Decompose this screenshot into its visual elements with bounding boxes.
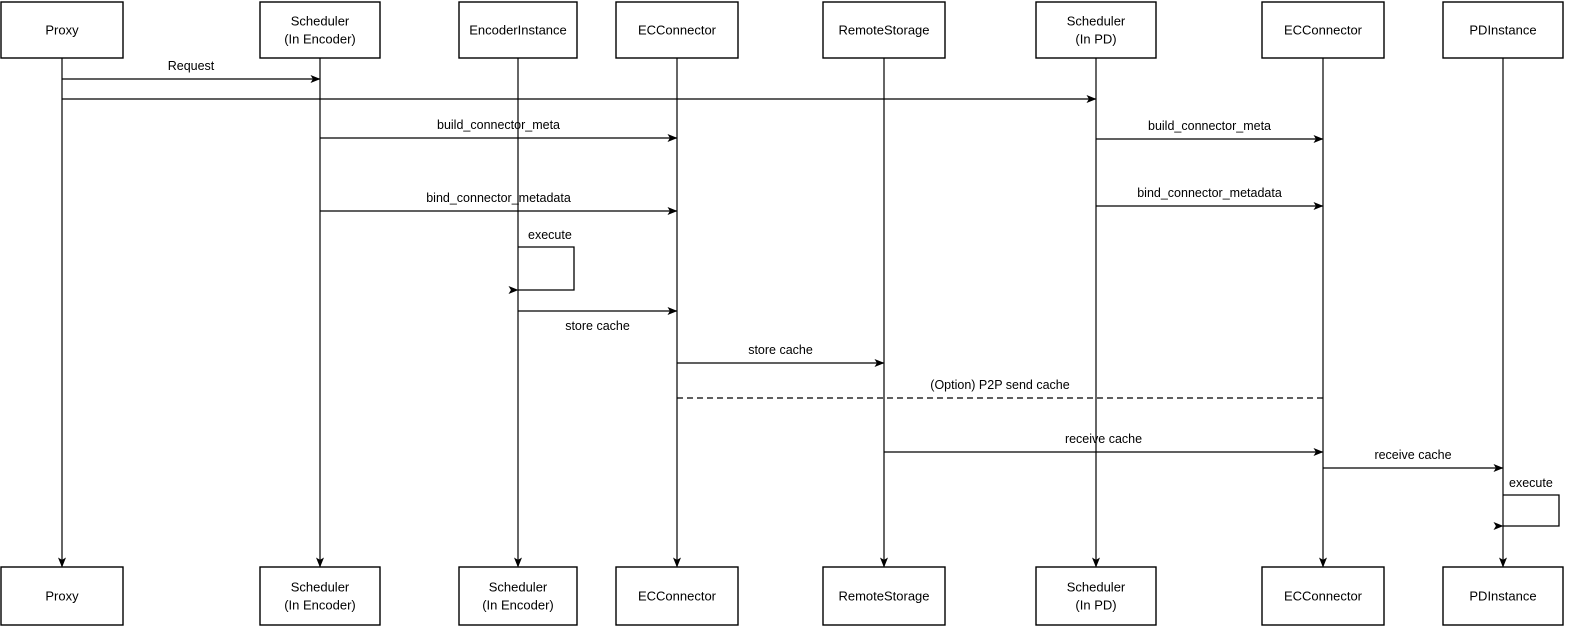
- participant-box-bottom-remote-store[interactable]: RemoteStorage: [822, 566, 946, 626]
- self-message-loop-path: [1493, 494, 1560, 530]
- message-m10[interactable]: receive cache: [884, 432, 1324, 456]
- participant-box-frame: [1035, 566, 1157, 626]
- messages-layer: Request build_connector_meta build_connect…: [62, 59, 1504, 472]
- participant-label-line1: RemoteStorage: [838, 588, 929, 603]
- participant-label-line1: ECConnector: [638, 22, 717, 37]
- participant-box-bottom-ecconn-left[interactable]: ECConnector: [615, 566, 739, 626]
- participant-box-bottom-sched-enc[interactable]: Scheduler (In Encoder): [259, 566, 381, 626]
- self-message-s1[interactable]: execute: [508, 228, 575, 294]
- participant-box-frame: [259, 1, 381, 59]
- participant-box-top-ecconn-right[interactable]: ECConnector: [1261, 1, 1385, 59]
- participant-label-line1: Scheduler: [1067, 13, 1126, 28]
- message-m7[interactable]: store cache: [518, 307, 678, 333]
- participant-box-bottom-pd-inst[interactable]: PDInstance: [1442, 566, 1564, 626]
- participant-box-top-remote-store[interactable]: RemoteStorage: [822, 1, 946, 59]
- participant-box-bottom-ecconn-right[interactable]: ECConnector: [1261, 566, 1385, 626]
- participant-box-frame: [822, 566, 946, 626]
- participant-label-line1: Scheduler: [291, 579, 350, 594]
- lifelines-layer: [58, 58, 1507, 568]
- participant-box-top-ecconn-left[interactable]: ECConnector: [615, 1, 739, 59]
- participant-label-line1: Scheduler: [291, 13, 350, 28]
- message-m11[interactable]: receive cache: [1323, 448, 1504, 472]
- participant-box-top-sched-enc[interactable]: Scheduler (In Encoder): [259, 1, 381, 59]
- participant-box-bottom-encoder-inst[interactable]: Scheduler (In Encoder): [458, 566, 578, 626]
- message-m9[interactable]: (Option) P2P send cache: [677, 378, 1323, 399]
- participant-box-frame: [259, 566, 381, 626]
- message-m1[interactable]: Request: [62, 59, 321, 83]
- participant-label-line1: RemoteStorage: [838, 22, 929, 37]
- participant-label-line1: Proxy: [45, 588, 79, 603]
- participant-label-line2: (In Encoder): [284, 31, 356, 46]
- participant-box-frame: [1261, 566, 1385, 626]
- message-label: (Option) P2P send cache: [930, 378, 1069, 392]
- participant-label-line1: Scheduler: [1067, 579, 1126, 594]
- message-label: build_connector_meta: [1148, 119, 1271, 133]
- participant-box-top-encoder-inst[interactable]: EncoderInstance: [458, 1, 578, 59]
- participant-box-frame: [458, 1, 578, 59]
- self-message-loop-path: [508, 246, 575, 294]
- participant-box-top-sched-pd[interactable]: Scheduler (In PD): [1035, 1, 1157, 59]
- participant-box-frame: [822, 1, 946, 59]
- participant-label-line1: EncoderInstance: [469, 22, 567, 37]
- message-label: bind_connector_metadata: [1137, 186, 1282, 200]
- message-m5[interactable]: bind_connector_metadata: [320, 191, 678, 215]
- participant-box-frame: [615, 1, 739, 59]
- participant-box-frame: [0, 566, 124, 626]
- message-label: store cache: [748, 343, 813, 357]
- participant-box-frame: [0, 1, 124, 59]
- message-m8[interactable]: store cache: [677, 343, 885, 367]
- participant-label-line2: (In PD): [1075, 31, 1116, 46]
- participant-box-top-proxy[interactable]: Proxy: [0, 1, 124, 59]
- participant-box-top-pd-inst[interactable]: PDInstance: [1442, 1, 1564, 59]
- message-label: bind_connector_metadata: [426, 191, 571, 205]
- participant-box-frame: [1035, 1, 1157, 59]
- message-label: receive cache: [1065, 432, 1142, 446]
- self-message-label: execute: [528, 228, 572, 242]
- participant-label-line1: ECConnector: [638, 588, 717, 603]
- participant-label-line1: Proxy: [45, 22, 79, 37]
- participant-box-frame: [615, 566, 739, 626]
- self-message-label: execute: [1509, 476, 1553, 490]
- participant-box-bottom-sched-pd[interactable]: Scheduler (In PD): [1035, 566, 1157, 626]
- self-messages-layer: execute execute: [508, 228, 1560, 530]
- participant-label-line1: Scheduler: [489, 579, 548, 594]
- participant-label-line2: (In Encoder): [284, 597, 356, 612]
- message-label: receive cache: [1374, 448, 1451, 462]
- participant-label-line1: ECConnector: [1284, 588, 1363, 603]
- message-m6[interactable]: bind_connector_metadata: [1096, 186, 1324, 210]
- participant-box-bottom-proxy[interactable]: Proxy: [0, 566, 124, 626]
- top-participant-boxes: Proxy Scheduler (In Encoder) EncoderInstanc…: [0, 1, 1564, 59]
- participant-box-frame: [1442, 1, 1564, 59]
- message-label: store cache: [565, 319, 630, 333]
- self-message-s2[interactable]: execute: [1493, 476, 1560, 530]
- participant-label-line1: PDInstance: [1469, 588, 1536, 603]
- participant-label-line2: (In Encoder): [482, 597, 554, 612]
- participant-label-line2: (In PD): [1075, 597, 1116, 612]
- bottom-participant-boxes: Proxy Scheduler (In Encoder) Scheduler (In E…: [0, 566, 1564, 626]
- participant-label-line1: ECConnector: [1284, 22, 1363, 37]
- message-label: build_connector_meta: [437, 118, 560, 132]
- message-m3[interactable]: build_connector_meta: [320, 118, 678, 142]
- participant-box-frame: [1261, 1, 1385, 59]
- message-label: Request: [168, 59, 215, 73]
- participant-label-line1: PDInstance: [1469, 22, 1536, 37]
- participant-box-frame: [1442, 566, 1564, 626]
- participant-box-frame: [458, 566, 578, 626]
- message-m4[interactable]: build_connector_meta: [1096, 119, 1324, 143]
